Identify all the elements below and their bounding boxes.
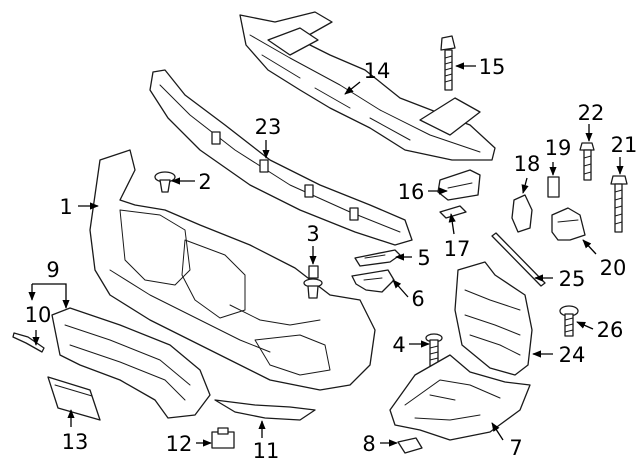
callout-16: 16 bbox=[398, 180, 425, 204]
part-10-trim bbox=[12, 332, 45, 353]
callout-8: 8 bbox=[362, 432, 375, 456]
callout-14: 14 bbox=[364, 59, 391, 83]
part-6-bracket bbox=[351, 269, 395, 293]
part-7-lower-bracket bbox=[389, 354, 531, 441]
callout-9: 9 bbox=[46, 258, 59, 282]
callout-23: 23 bbox=[255, 115, 282, 139]
part-2-clip bbox=[154, 171, 176, 193]
callout-18: 18 bbox=[514, 152, 541, 176]
leader-14 bbox=[344, 81, 361, 95]
leader-17 bbox=[448, 213, 456, 235]
part-5-bracket bbox=[354, 249, 401, 267]
leader-7 bbox=[491, 422, 504, 441]
part-8-nut-clip bbox=[397, 437, 423, 454]
leader-lines bbox=[28, 62, 624, 447]
leader-26 bbox=[576, 321, 594, 330]
callout-3: 3 bbox=[306, 222, 319, 246]
callout-15: 15 bbox=[479, 55, 506, 79]
part-20-side-bracket bbox=[551, 207, 586, 241]
callout-13: 13 bbox=[62, 430, 89, 454]
callout-1: 1 bbox=[59, 195, 72, 219]
part-12-connector bbox=[211, 427, 235, 449]
callout-2: 2 bbox=[198, 170, 211, 194]
part-15-bolt bbox=[440, 35, 456, 91]
part-23-guide-strip bbox=[149, 69, 413, 246]
part-9-lower-grille bbox=[51, 307, 211, 419]
callout-7: 7 bbox=[509, 436, 522, 460]
callout-11: 11 bbox=[253, 439, 280, 463]
callout-26: 26 bbox=[597, 318, 624, 342]
part-17-clip-plate bbox=[439, 205, 467, 219]
callout-20: 20 bbox=[600, 256, 627, 280]
leader-6 bbox=[392, 279, 409, 298]
callout-25: 25 bbox=[559, 267, 586, 291]
part-14-absorber-carrier bbox=[239, 11, 496, 161]
callout-6: 6 bbox=[411, 287, 424, 311]
leader-18 bbox=[521, 177, 529, 194]
part-16-bracket bbox=[437, 169, 481, 201]
part-21-bolt bbox=[610, 175, 628, 233]
callout-24: 24 bbox=[559, 343, 586, 367]
part-18-bracket bbox=[511, 194, 533, 233]
callout-labels: 1 2 3 4 5 6 7 8 9 10 11 12 13 14 15 16 1… bbox=[25, 55, 638, 463]
leader-20 bbox=[582, 239, 597, 255]
part-19-clip bbox=[547, 176, 560, 198]
callout-4: 4 bbox=[392, 333, 405, 357]
part-1-bumper-cover bbox=[89, 149, 376, 391]
callout-12: 12 bbox=[166, 432, 193, 456]
callout-17: 17 bbox=[444, 237, 471, 261]
callout-22: 22 bbox=[578, 101, 605, 125]
part-3-rivet bbox=[303, 265, 323, 299]
part-22-bolt bbox=[579, 142, 595, 181]
part-13-plate-bracket bbox=[47, 376, 101, 421]
callout-5: 5 bbox=[417, 246, 430, 270]
callout-21: 21 bbox=[611, 133, 638, 157]
callout-10: 10 bbox=[25, 303, 52, 327]
part-24-energy-absorber bbox=[454, 261, 533, 376]
part-25-strip bbox=[491, 232, 546, 287]
part-26-screw bbox=[559, 305, 579, 337]
leader-9b bbox=[32, 283, 70, 309]
part-11-lip-strip bbox=[214, 399, 316, 421]
callout-19: 19 bbox=[545, 136, 572, 160]
